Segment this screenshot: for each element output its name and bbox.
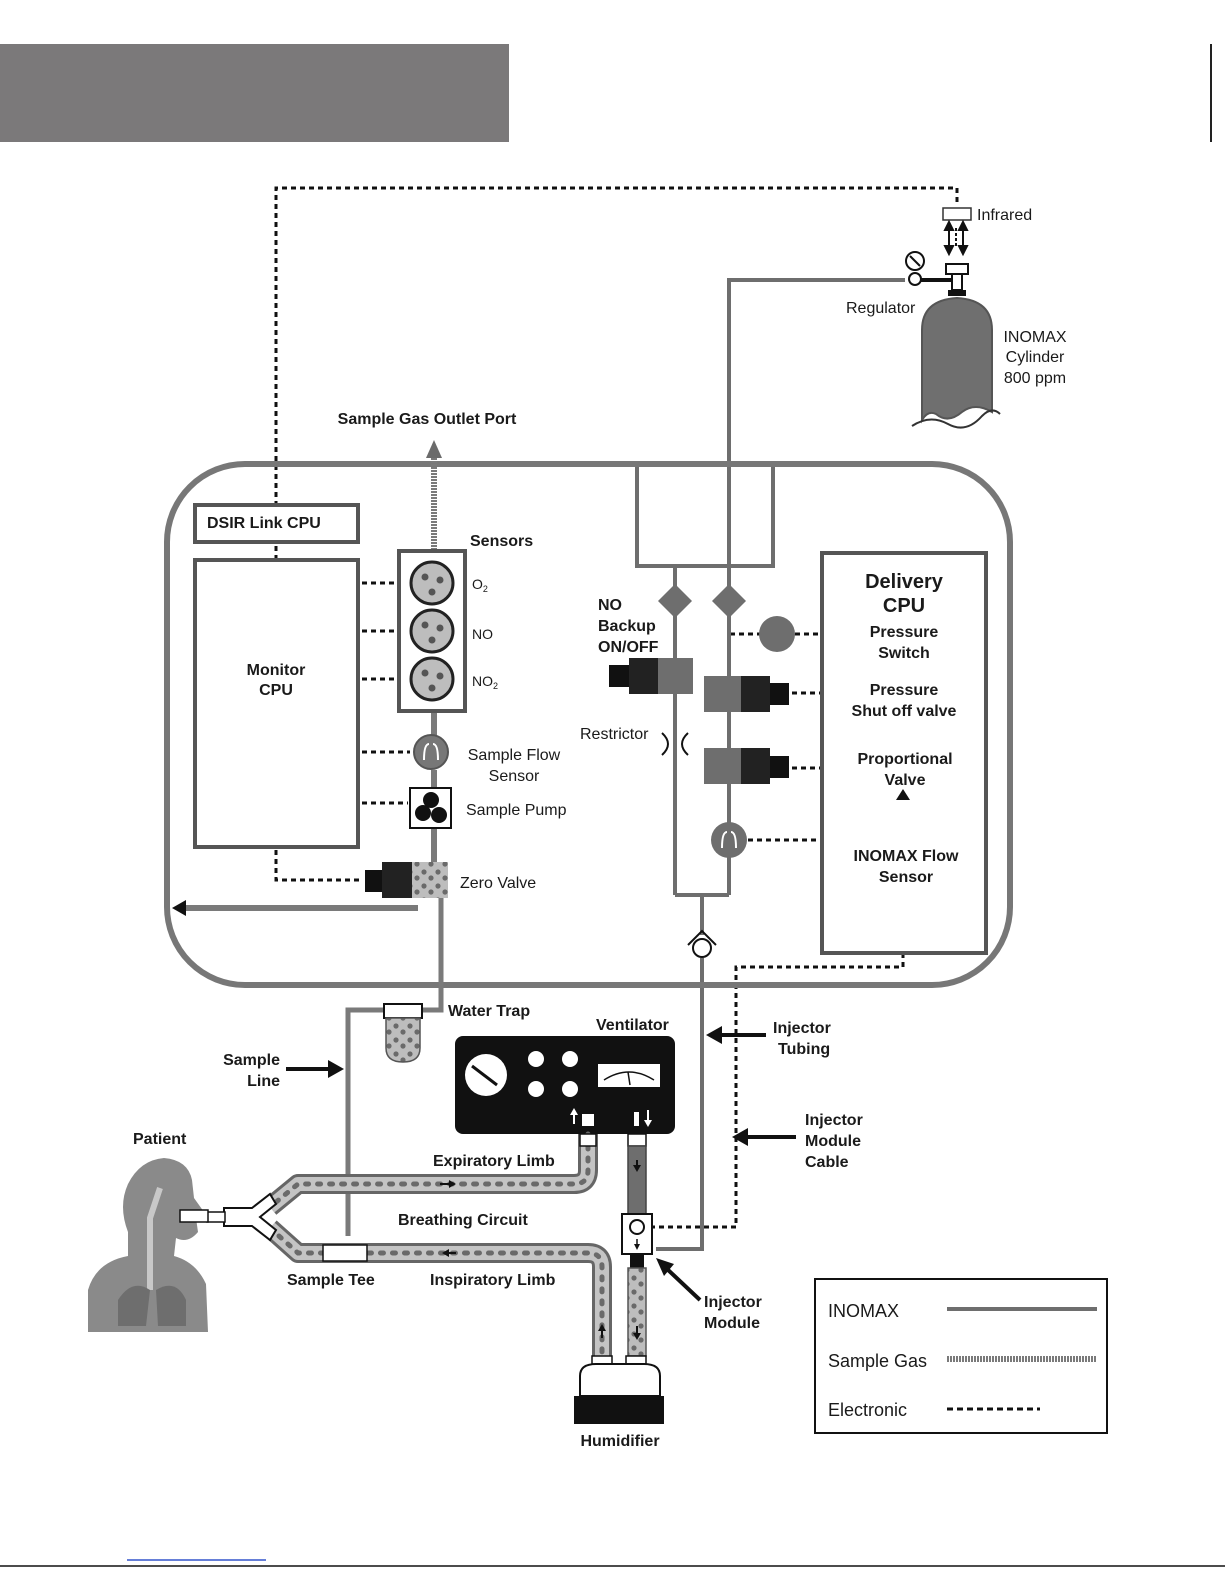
ventilator-gauge bbox=[465, 1054, 507, 1096]
injector-module bbox=[621, 1213, 653, 1268]
ventilator-knobs bbox=[528, 1051, 578, 1097]
expiratory-limb-label: Expiratory Limb bbox=[433, 1153, 555, 1170]
injector-tubing-arrow bbox=[706, 1026, 766, 1044]
header-bar bbox=[0, 44, 509, 142]
proportional-valve bbox=[704, 748, 789, 784]
pressure-switch-label-1: Pressure bbox=[870, 624, 939, 641]
cylinder-break-line bbox=[911, 409, 1001, 429]
expiratory-limb bbox=[263, 1131, 598, 1215]
legend-label-inomax: INOMAX bbox=[828, 1301, 899, 1321]
infrared-arrows bbox=[943, 219, 969, 257]
zero-valve-label: Zero Valve bbox=[460, 875, 536, 892]
sample-line-label-1: Sample bbox=[223, 1052, 280, 1069]
water-trap-label: Water Trap bbox=[448, 1003, 530, 1020]
o2-sensor bbox=[409, 560, 455, 606]
regulator-label: Regulator bbox=[846, 300, 916, 317]
breathing-circuit-label: Breathing Circuit bbox=[398, 1212, 528, 1229]
o2-label: O2 bbox=[472, 576, 488, 594]
monitor-cpu-box bbox=[193, 558, 360, 849]
wye-connector bbox=[206, 1192, 278, 1242]
sample-line-arrow bbox=[286, 1060, 344, 1078]
sample-gas-lines bbox=[172, 440, 444, 1236]
patient-label: Patient bbox=[133, 1131, 187, 1148]
injector-module-label-1: Injector bbox=[704, 1294, 762, 1311]
no-backup-valve bbox=[609, 658, 693, 694]
sample-pump-label: Sample Pump bbox=[466, 802, 567, 819]
sample-gas-outlet-label: Sample Gas Outlet Port bbox=[338, 411, 517, 428]
injector-module-cable-label-3: Cable bbox=[805, 1154, 849, 1171]
pressure-shutoff-label-1: Pressure bbox=[870, 682, 939, 699]
no-sensor bbox=[409, 608, 455, 654]
sample-pump bbox=[409, 787, 452, 829]
injector-module-cable-label-1: Injector bbox=[805, 1112, 863, 1129]
flow-to-valve-arrow bbox=[896, 789, 910, 800]
ventilator-meter bbox=[598, 1064, 660, 1087]
inspiratory-limb bbox=[263, 1220, 612, 1359]
zero-valve bbox=[365, 862, 448, 898]
delivery-cpu-label-2: CPU bbox=[883, 595, 925, 617]
no2-label: NO2 bbox=[472, 673, 498, 691]
dsir-link-cpu-box bbox=[193, 503, 360, 544]
infrared-port bbox=[942, 207, 972, 221]
no-label: NO bbox=[472, 626, 493, 642]
pressure-switch-label-2: Switch bbox=[878, 645, 930, 662]
ventilator-outlet-symbols bbox=[570, 1108, 652, 1127]
proportional-valve-label-1: Proportional bbox=[857, 751, 952, 768]
humidifier-supply-tube bbox=[627, 1267, 647, 1357]
legend-label-electronic: Electronic bbox=[828, 1400, 907, 1420]
inomax-flow-sensor-label-2: Sensor bbox=[879, 869, 933, 886]
water-trap bbox=[383, 1003, 423, 1063]
patient-silhouette bbox=[88, 1158, 209, 1332]
ventilator-label: Ventilator bbox=[596, 1017, 669, 1034]
electronic-lines bbox=[274, 186, 1096, 1411]
pressure-shutoff-label-2: Shut off valve bbox=[852, 703, 957, 720]
infrared-label: Infrared bbox=[977, 207, 1032, 224]
humidifier-label: Humidifier bbox=[580, 1433, 659, 1450]
no-backup-label-2: Backup bbox=[598, 618, 656, 635]
pressure-switch bbox=[759, 616, 795, 652]
cylinder-label-3: 800 ppm bbox=[1004, 370, 1066, 387]
no-backup-label-3: ON/OFF bbox=[598, 639, 659, 656]
ventilator-inspiratory-tube bbox=[627, 1133, 647, 1215]
monitor-cpu-label-1: Monitor bbox=[247, 662, 306, 679]
humidifier bbox=[574, 1355, 664, 1424]
valve-diamond-left bbox=[658, 584, 692, 618]
valve-diamond-right bbox=[712, 584, 746, 618]
sample-tee-label: Sample Tee bbox=[287, 1272, 375, 1289]
restrictor-symbol bbox=[661, 732, 689, 756]
monitor-cpu-label-2: CPU bbox=[259, 682, 293, 699]
legend-label-sample-gas: Sample Gas bbox=[828, 1351, 927, 1371]
no-backup-label-1: NO bbox=[598, 597, 622, 614]
sample-line-label-2: Line bbox=[247, 1073, 280, 1090]
proportional-valve-label-2: Valve bbox=[885, 772, 926, 789]
restrictor-label: Restrictor bbox=[580, 726, 649, 743]
sample-flow-sensor-label-2: Sensor bbox=[489, 768, 540, 785]
dsir-link-cpu-label: DSIR Link CPU bbox=[207, 515, 321, 532]
inomax-cylinder bbox=[921, 296, 993, 424]
sample-tee bbox=[322, 1244, 368, 1262]
inomax-flow-sensor bbox=[711, 822, 747, 858]
delivery-cpu-label-1: Delivery bbox=[865, 571, 944, 593]
regulator bbox=[905, 251, 969, 296]
injector-tubing-label-1: Injector bbox=[773, 1020, 831, 1037]
inspiratory-limb-label: Inspiratory Limb bbox=[430, 1272, 556, 1289]
injector-module-cable-label-2: Module bbox=[805, 1133, 861, 1150]
cylinder-label-2: Cylinder bbox=[1006, 349, 1065, 366]
check-valve bbox=[687, 929, 717, 958]
pressure-shutoff-valve bbox=[704, 676, 789, 712]
injector-module-label-2: Module bbox=[704, 1315, 760, 1332]
cylinder-label-1: INOMAX bbox=[1003, 329, 1066, 346]
sample-flow-sensor-label-1: Sample Flow bbox=[468, 747, 561, 764]
injector-module-arrow bbox=[656, 1258, 702, 1302]
sensors-label: Sensors bbox=[470, 533, 533, 550]
device-enclosure bbox=[164, 461, 1013, 988]
injector-tubing-label-2: Tubing bbox=[778, 1041, 830, 1058]
inomax-flow-sensor-label-1: INOMAX Flow bbox=[854, 848, 959, 865]
injector-cable-arrow bbox=[732, 1128, 796, 1146]
no2-sensor bbox=[409, 656, 455, 702]
delivery-cpu-box bbox=[820, 551, 988, 955]
sample-flow-sensor bbox=[413, 734, 449, 770]
